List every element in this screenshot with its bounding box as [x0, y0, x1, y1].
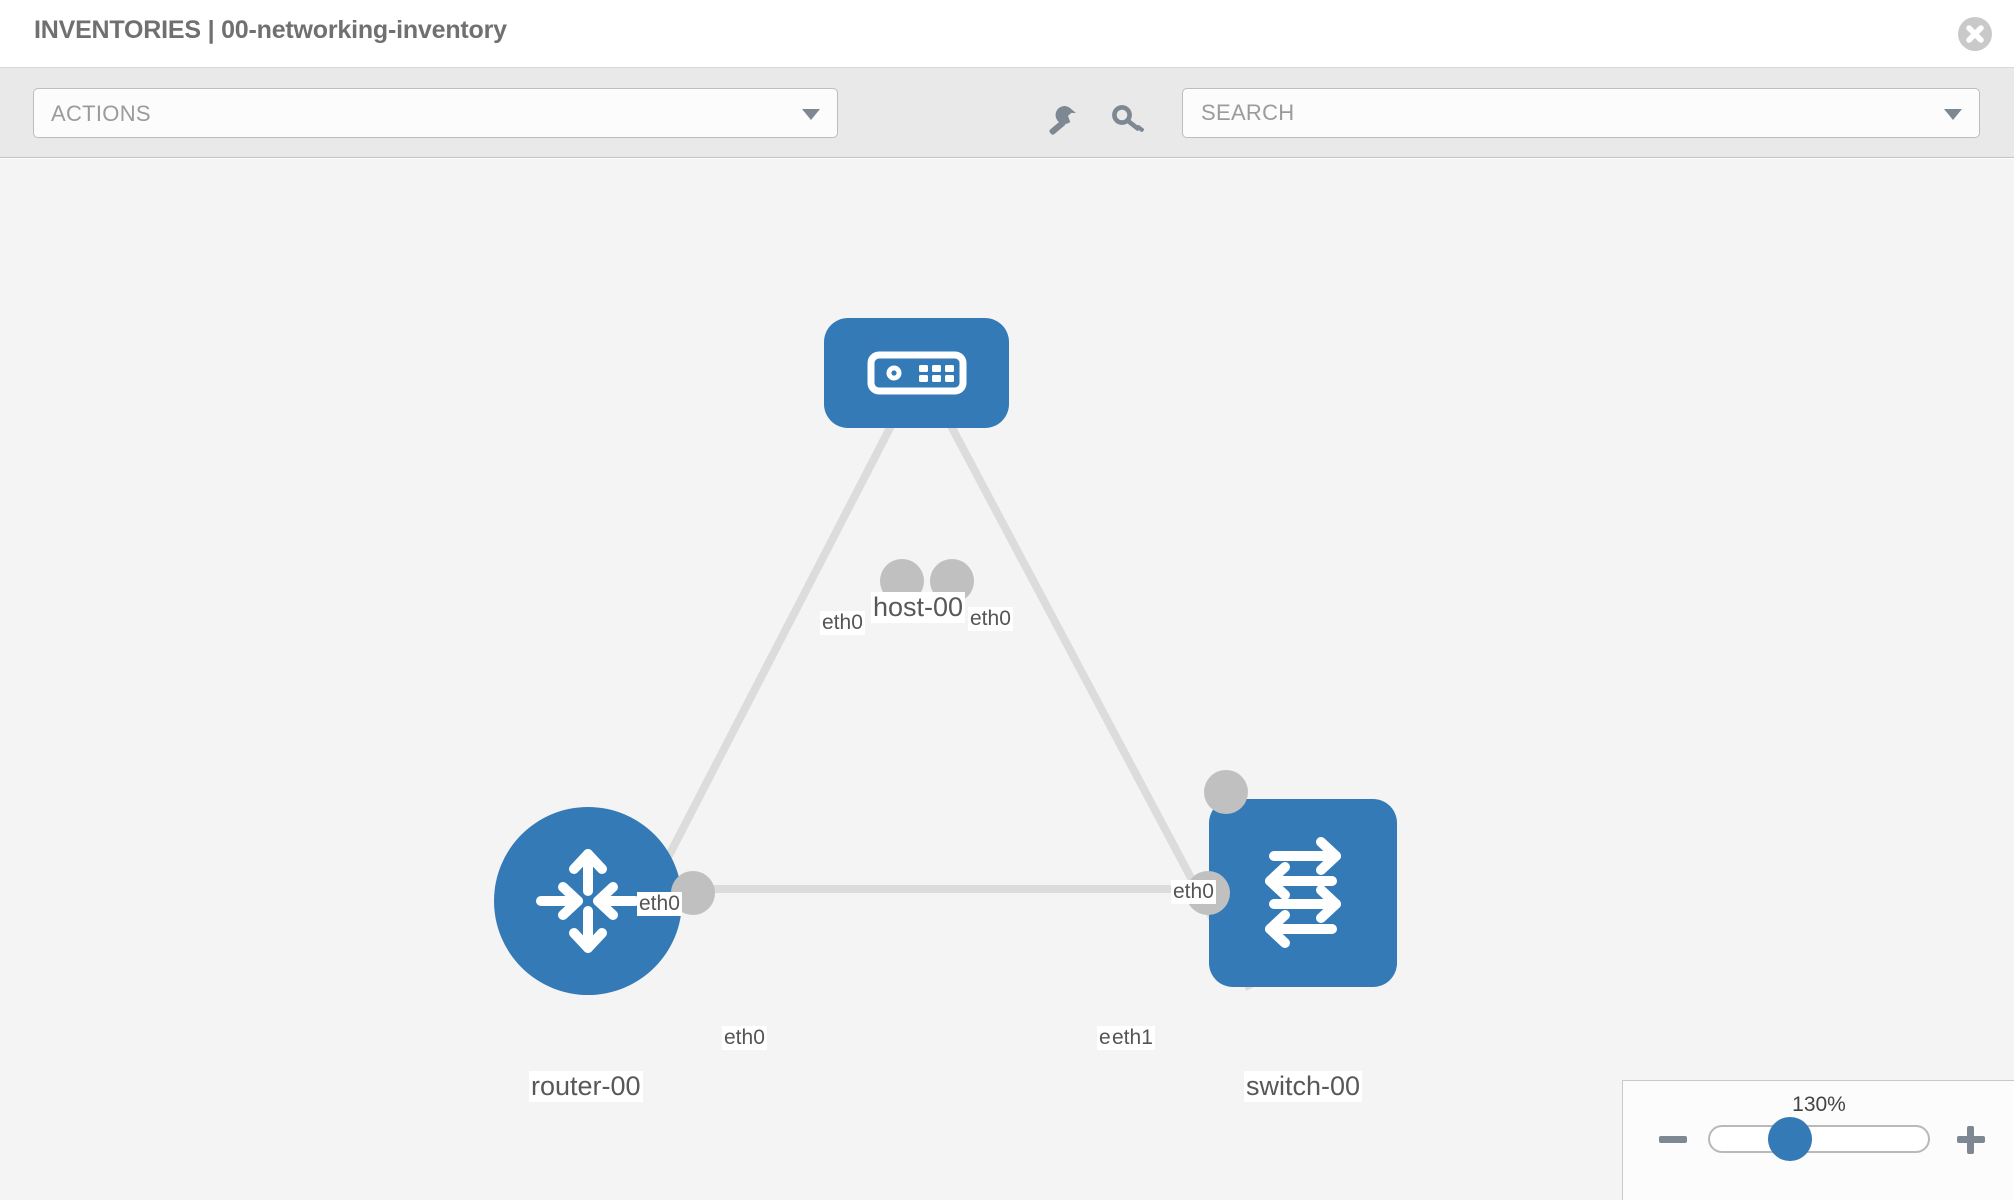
- actions-dropdown-label: ACTIONS: [51, 101, 151, 126]
- edge-label-router-up: eth0: [637, 892, 682, 916]
- edge-label-switch-up: eth0: [1171, 880, 1216, 904]
- edge-label-host-right: eth0: [968, 607, 1013, 631]
- port-switch-00-top[interactable]: [1204, 770, 1248, 814]
- node-router-00-label: router-00: [529, 1071, 643, 1102]
- zoom-control-panel: 130%: [1622, 1080, 2014, 1200]
- zoom-in-button[interactable]: [1953, 1121, 1989, 1157]
- zoom-level-value: 130%: [1792, 1093, 1846, 1116]
- switch-icon: [1265, 837, 1341, 948]
- edge-label-router-right: eth0: [722, 1026, 767, 1050]
- search-field[interactable]: [1182, 88, 1980, 138]
- search-input[interactable]: [1199, 97, 1919, 129]
- router-icon: [536, 849, 640, 953]
- server-icon: [867, 351, 966, 395]
- close-icon[interactable]: [1958, 17, 1992, 51]
- actions-dropdown[interactable]: ACTIONS: [33, 88, 838, 138]
- chevron-down-icon[interactable]: [1944, 109, 1962, 120]
- edge-label-switch-left: eth1: [1110, 1026, 1155, 1050]
- page-header: INVENTORIES | 00-networking-inventory: [0, 0, 2014, 68]
- wrench-icon[interactable]: [1040, 100, 1080, 140]
- chevron-down-icon: [802, 109, 820, 120]
- topology-canvas[interactable]: host-00 eth0 eth0: [0, 159, 2014, 1200]
- node-host-00-label: host-00: [871, 592, 966, 623]
- zoom-out-button[interactable]: [1655, 1121, 1691, 1157]
- topology-links: [596, 422, 1254, 991]
- edge-label-host-left: eth0: [820, 611, 865, 635]
- zoom-slider-thumb[interactable]: [1768, 1117, 1812, 1161]
- node-host-00-shape[interactable]: [824, 318, 1009, 428]
- node-switch-00-shape[interactable]: [1209, 799, 1397, 987]
- node-host-00[interactable]: [824, 318, 1009, 428]
- node-switch-00-label: switch-00: [1244, 1071, 1363, 1102]
- page-title: INVENTORIES | 00-networking-inventory: [34, 16, 507, 44]
- toolbar: ACTIONS: [0, 68, 2014, 158]
- key-icon[interactable]: [1108, 100, 1148, 140]
- node-switch-00[interactable]: [1209, 799, 1397, 987]
- zoom-slider-track[interactable]: [1708, 1125, 1930, 1153]
